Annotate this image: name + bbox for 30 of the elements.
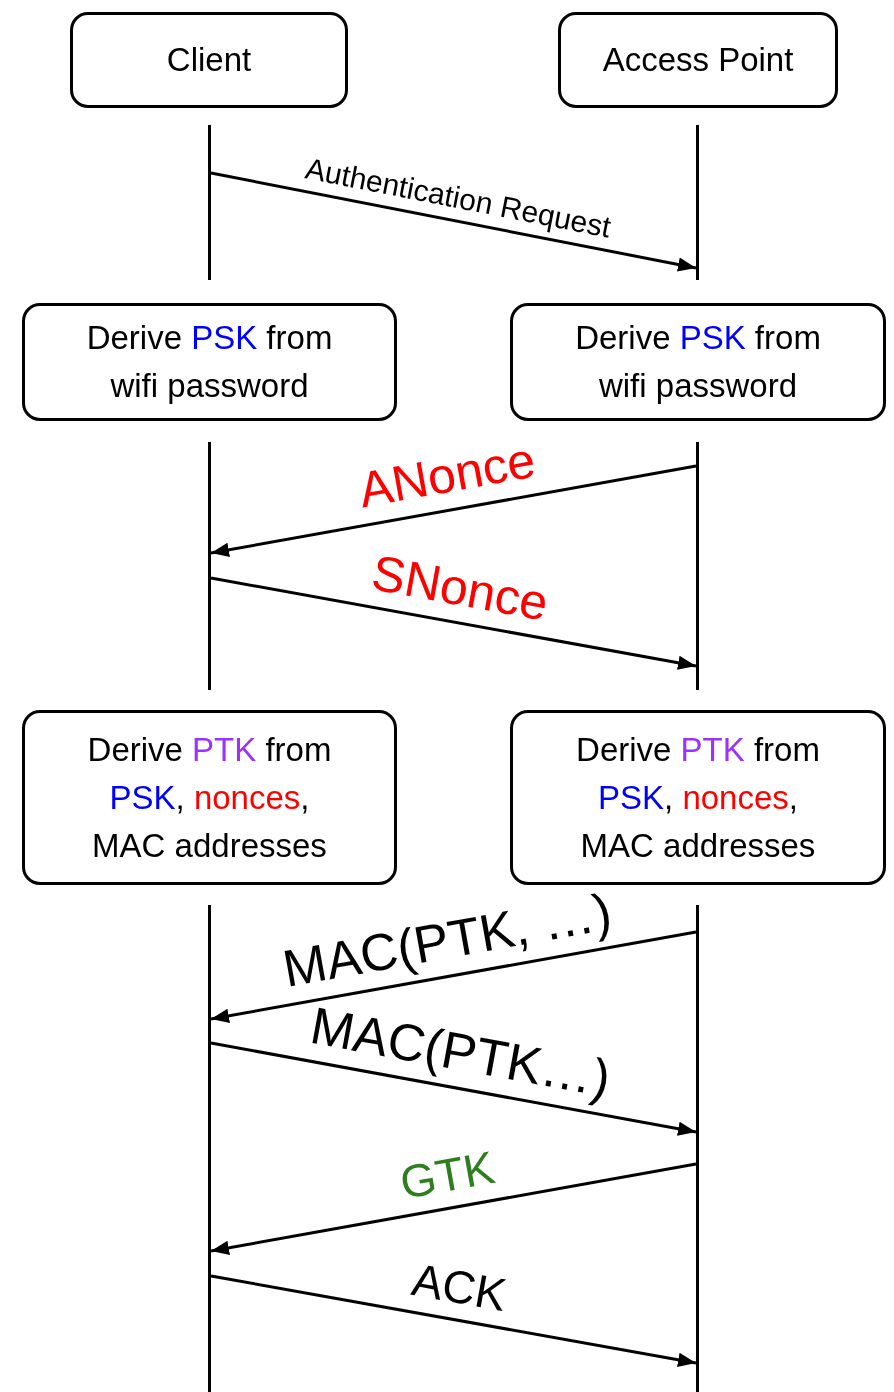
message-label: ACK: [408, 1256, 510, 1319]
message-label: GTK: [396, 1144, 499, 1207]
node-label: Access Point: [602, 40, 794, 80]
lifeline: [696, 125, 699, 280]
node-label: Derive PTK from PSK, nonces, MAC addresses: [86, 729, 333, 866]
lifeline: [208, 125, 211, 280]
process-box: [22, 303, 397, 421]
message-label: SNonce: [367, 547, 552, 628]
node-label: Derive PSK from wifi password: [574, 318, 822, 406]
message-arrow: [210, 464, 697, 557]
lifeline: [208, 905, 211, 1392]
message-arrow: [210, 576, 697, 670]
lifeline: [208, 442, 211, 690]
message-arrow: [210, 1274, 697, 1367]
node-label: Derive PSK from wifi password: [85, 318, 334, 406]
node-label: Client: [166, 40, 252, 80]
message-arrow: [210, 171, 697, 272]
participant-box: [558, 12, 838, 108]
lifeline: [696, 442, 699, 690]
process-box: [22, 710, 397, 885]
process-box: [510, 303, 886, 421]
message-arrow: [210, 930, 697, 1023]
lifeline: [696, 905, 699, 1392]
message-arrow: [210, 1162, 697, 1255]
node-label: Derive PTK from PSK, nonces, MAC addresses: [575, 729, 821, 866]
message-label: ANonce: [355, 434, 540, 516]
participant-box: [70, 12, 348, 108]
message-arrow: [210, 1041, 697, 1136]
message-label: MAC(PTK, …): [279, 884, 616, 995]
process-box: [510, 710, 886, 885]
